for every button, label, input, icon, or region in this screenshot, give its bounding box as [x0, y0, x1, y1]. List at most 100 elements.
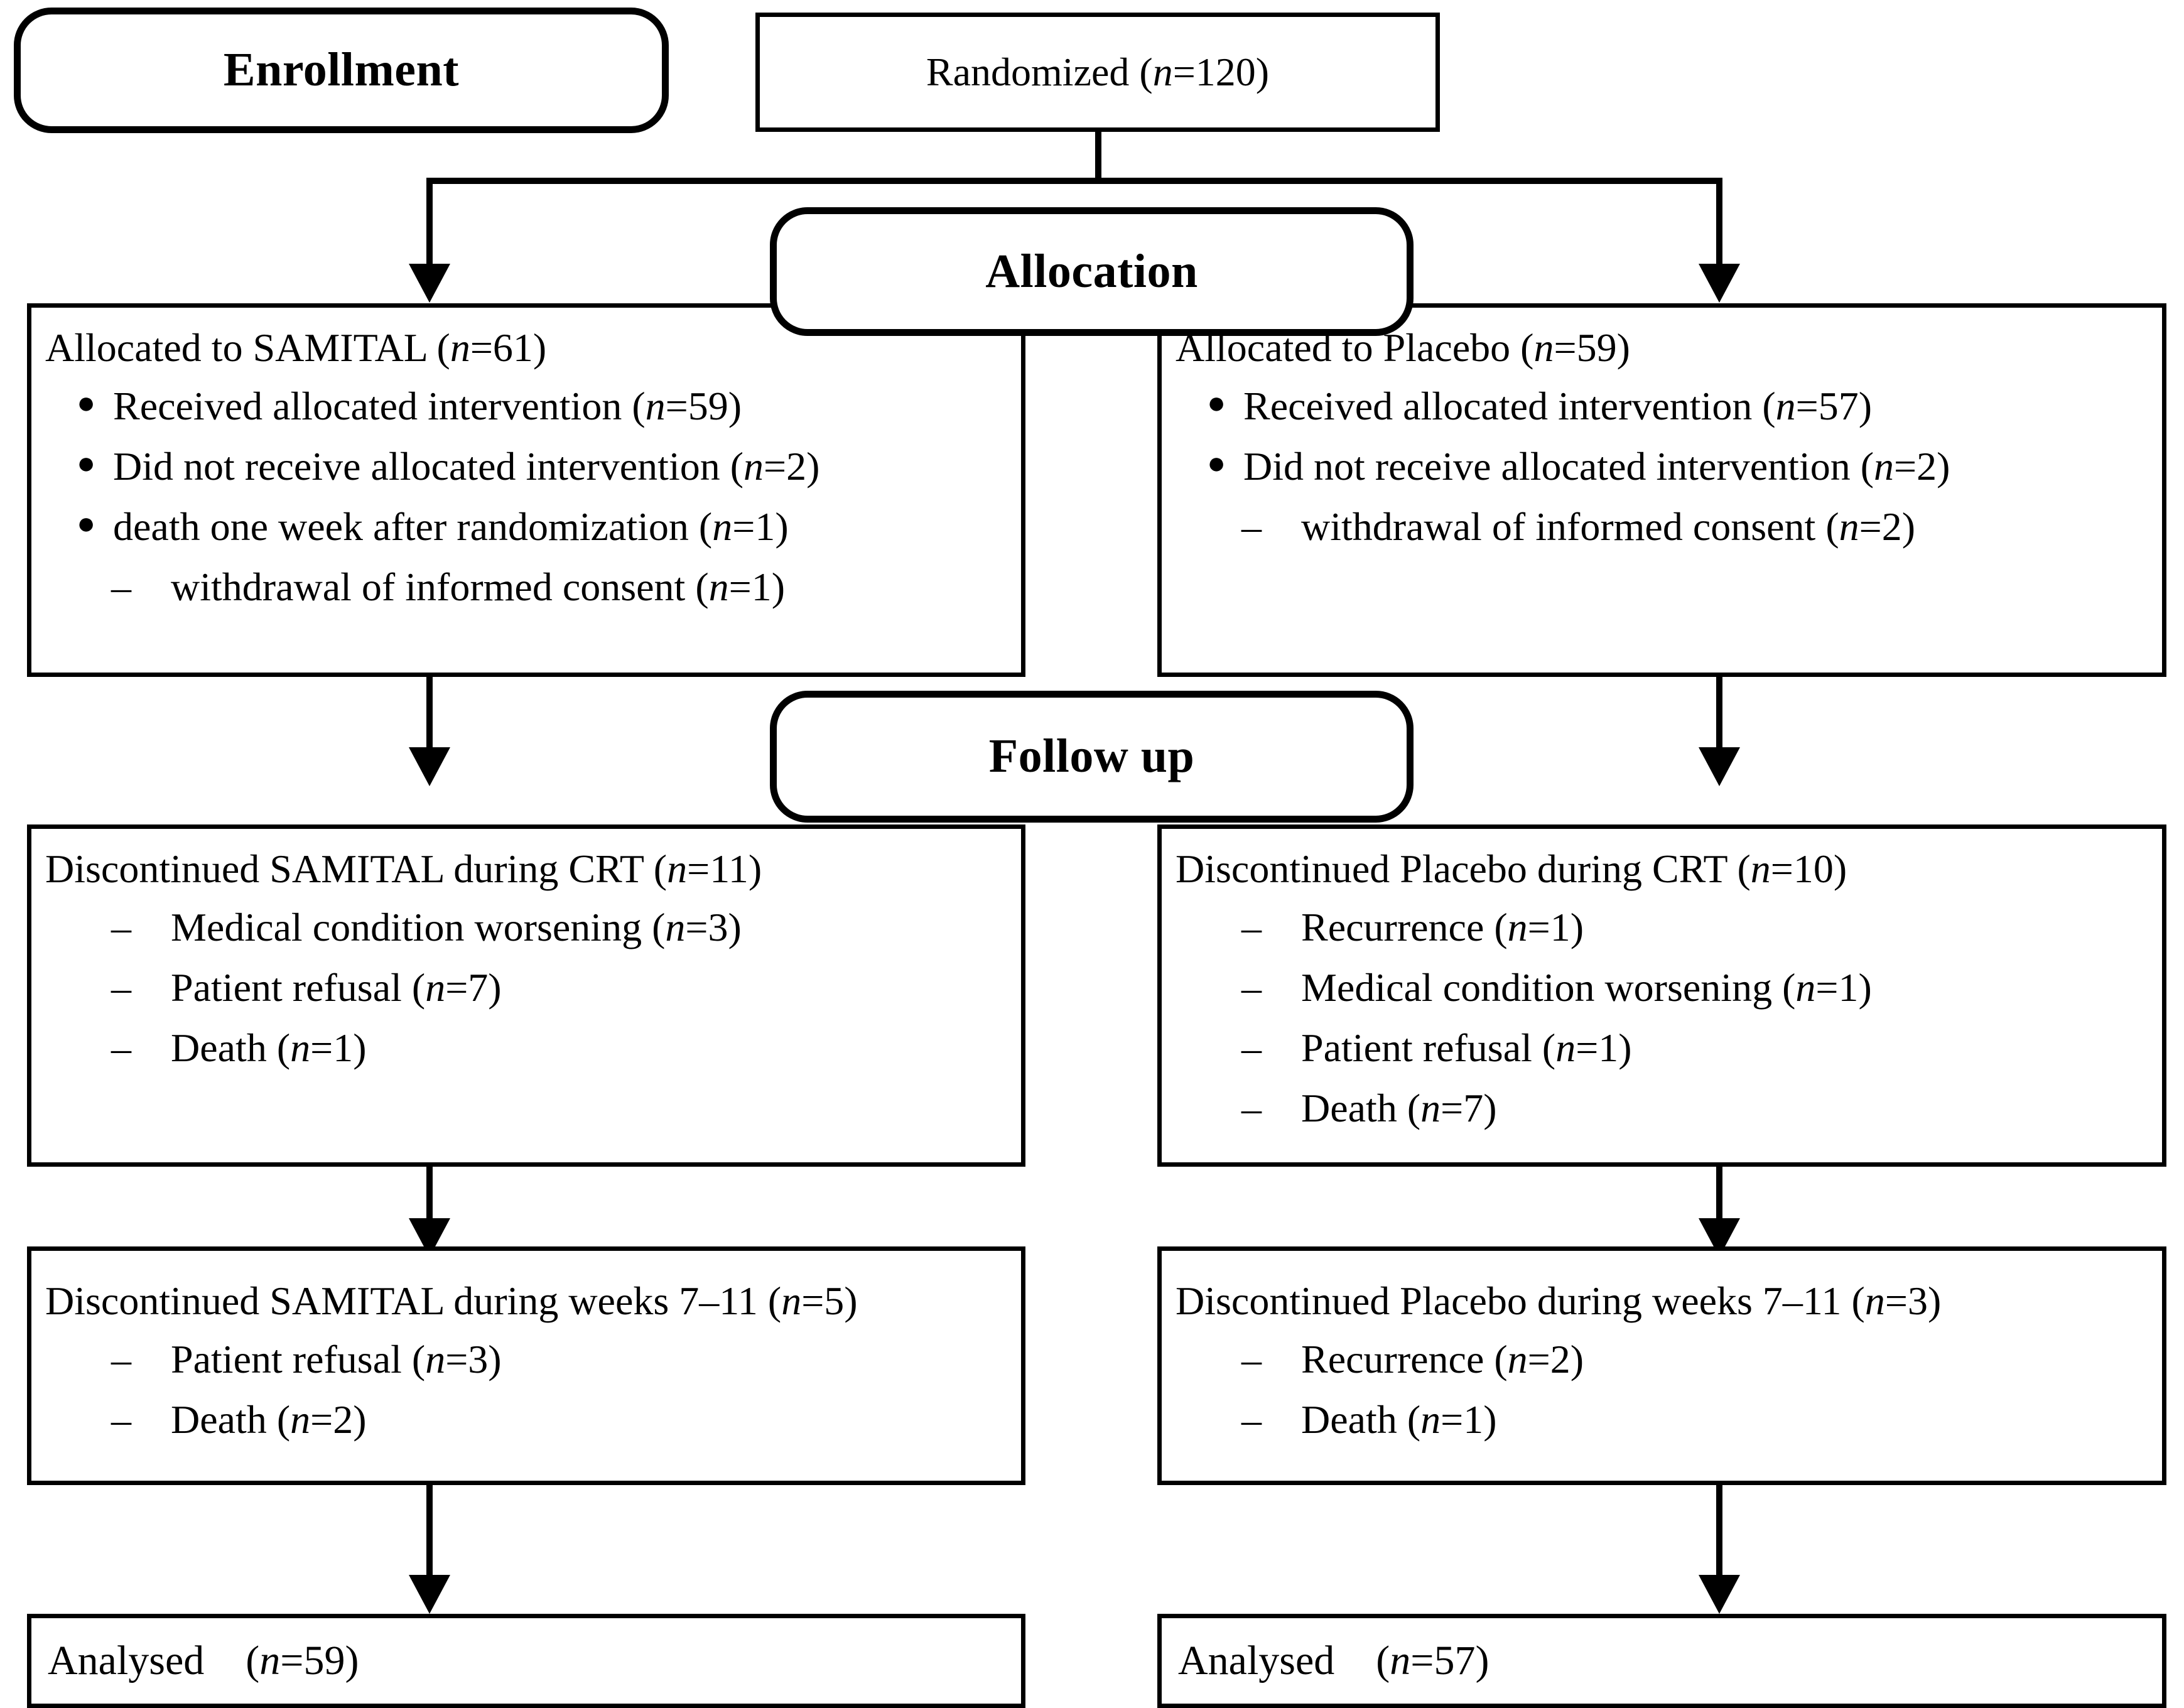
italic-n-glyph: n: [1750, 846, 1771, 891]
item-text-prefix: Recurrence (: [1301, 1336, 1508, 1381]
arrowhead-left-followup: [409, 747, 450, 786]
connector-left-weeks-to-analysed: [426, 1485, 433, 1597]
discontinued-crt-left-headline: Discontinued SAMITAL during CRT (n=11): [45, 845, 1002, 893]
item-text-suffix: =1): [1441, 1397, 1497, 1442]
item-text-prefix: Patient refusal (: [1301, 1025, 1556, 1070]
connector-right-weeks-to-analysed: [1716, 1485, 1722, 1597]
headline-suffix: =10): [1770, 846, 1847, 891]
connector-right-branch-drop: [1716, 178, 1722, 278]
bullet-icon: ●: [1207, 445, 1226, 480]
item-text-prefix: Patient refusal (: [171, 1336, 426, 1381]
discontinued-crt-right-list: –Recurrence (n=1) –Medical condition wor…: [1176, 904, 2143, 1132]
discontinued-weeks-box-right: Discontinued Placebo during weeks 7–11 (…: [1157, 1246, 2166, 1485]
allocation-box-right: Allocated to Placebo (n=59) ●Received al…: [1157, 303, 2166, 677]
dash-icon: –: [1241, 1025, 1262, 1070]
bullet-icon: ●: [77, 505, 96, 541]
item-text-prefix: Did not receive allocated intervention (: [1243, 443, 1874, 489]
list-item: –Medical condition worsening (n=1): [1176, 965, 2143, 1011]
item-text-prefix: withdrawal of informed consent (: [1301, 504, 1839, 549]
item-text-suffix: =2): [1859, 504, 1916, 549]
connector-left-crt-to-weeks: [426, 1167, 433, 1230]
stage-banner-allocation-label: Allocation: [985, 244, 1198, 298]
italic-n-glyph: n: [1795, 965, 1816, 1010]
connector-split-horizontal: [426, 178, 1722, 184]
item-text-suffix: =57): [1795, 383, 1873, 428]
list-item: –Death (n=1): [45, 1025, 1002, 1071]
headline-prefix: Allocated to SAMITAL (: [45, 325, 450, 370]
bullet-icon: ●: [1207, 384, 1226, 420]
italic-n-glyph: n: [259, 1638, 281, 1684]
randomized-box: Randomized (n=120): [755, 13, 1440, 132]
discontinued-weeks-right-headline: Discontinued Placebo during weeks 7–11 (…: [1176, 1277, 2143, 1325]
discontinued-weeks-box-left: Discontinued SAMITAL during weeks 7–11 (…: [27, 1246, 1025, 1485]
italic-n-glyph: n: [781, 1278, 802, 1323]
item-text-prefix: Did not receive allocated intervention (: [113, 443, 744, 489]
analysed-right-label: Analysed (n=57): [1178, 1637, 1489, 1685]
dash-icon: –: [1241, 1336, 1262, 1381]
list-item: –Death (n=7): [1176, 1085, 2143, 1132]
stage-banner-followup-label: Follow up: [988, 730, 1195, 783]
connector-left-branch-drop: [426, 178, 433, 278]
stage-banner-enrollment: Enrollment: [14, 8, 669, 133]
italic-n-glyph: n: [712, 504, 733, 549]
italic-n-glyph: n: [425, 1336, 446, 1381]
analysed-prefix: Analysed (: [48, 1638, 260, 1684]
allocation-right-list: ●Received allocated intervention (n=57) …: [1176, 383, 2143, 490]
allocation-left-headline: Allocated to SAMITAL (n=61): [45, 324, 1002, 372]
item-text-suffix: =1): [1527, 904, 1584, 949]
bullet-icon: ●: [77, 384, 96, 420]
italic-n-glyph: n: [1874, 443, 1895, 489]
arrowhead-right-analysed: [1699, 1575, 1740, 1614]
list-item: –Death (n=2): [45, 1397, 1002, 1443]
discontinued-crt-box-left: Discontinued SAMITAL during CRT (n=11) –…: [27, 824, 1025, 1167]
dash-icon: –: [111, 565, 131, 610]
item-text-prefix: Medical condition worsening (: [171, 904, 666, 949]
discontinued-crt-left-list: –Medical condition worsening (n=3) –Pati…: [45, 904, 1002, 1072]
item-text-suffix: =1): [310, 1025, 367, 1070]
item-text-prefix: Death (: [1301, 1397, 1421, 1442]
discontinued-crt-box-right: Discontinued Placebo during CRT (n=10) –…: [1157, 824, 2166, 1167]
randomized-label: Randomized (n=120): [760, 50, 1435, 94]
dash-icon: –: [111, 1025, 131, 1070]
dash-icon: –: [1241, 904, 1262, 949]
list-item: –withdrawal of informed consent (n=2): [1176, 504, 2143, 550]
item-text-suffix: =7): [1441, 1086, 1497, 1131]
item-text-prefix: Received allocated intervention (: [113, 383, 646, 428]
allocation-left-sublist: –withdrawal of informed consent (n=1): [45, 564, 1002, 610]
arrowhead-right-allocation: [1699, 264, 1740, 303]
analysed-left-label: Analysed (n=59): [48, 1637, 359, 1685]
item-text-suffix: =7): [445, 965, 502, 1010]
dash-icon: –: [111, 1397, 131, 1442]
italic-n-glyph: n: [665, 904, 686, 949]
item-text-prefix: Received allocated intervention (: [1243, 383, 1776, 428]
item-text-prefix: Recurrence (: [1301, 904, 1508, 949]
list-item: –Patient refusal (n=7): [45, 965, 1002, 1011]
discontinued-weeks-left-headline: Discontinued SAMITAL during weeks 7–11 (…: [45, 1277, 1002, 1325]
headline-suffix: =3): [1884, 1278, 1942, 1323]
connector-right-crt-to-weeks: [1716, 1167, 1722, 1230]
item-text-prefix: Medical condition worsening (: [1301, 965, 1796, 1010]
allocation-right-sublist: –withdrawal of informed consent (n=2): [1176, 504, 2143, 550]
headline-suffix: =11): [687, 846, 762, 891]
list-item: ●Received allocated intervention (n=59): [45, 383, 1002, 430]
dash-icon: –: [111, 904, 131, 949]
dash-icon: –: [1241, 1397, 1262, 1442]
italic-n-glyph: n: [1420, 1086, 1441, 1131]
italic-n-glyph: n: [1507, 904, 1528, 949]
headline-suffix: =61): [470, 325, 547, 370]
headline-prefix: Discontinued SAMITAL during CRT (: [45, 846, 668, 891]
italic-n-glyph: n: [743, 443, 764, 489]
italic-n-glyph: n: [1390, 1638, 1411, 1684]
dash-icon: –: [111, 1336, 131, 1381]
dash-icon: –: [1241, 1086, 1262, 1131]
italic-n-glyph: n: [1775, 383, 1796, 428]
arrowhead-left-allocation: [409, 264, 450, 303]
italic-n-glyph: n: [645, 383, 666, 428]
randomized-label-suffix: =120): [1172, 49, 1270, 94]
item-text-suffix: =2): [1894, 443, 1950, 489]
item-text-suffix: =2): [310, 1397, 367, 1442]
italic-n-glyph: n: [290, 1397, 311, 1442]
list-item: ●Did not receive allocated intervention …: [45, 443, 1002, 490]
randomized-label-prefix: Randomized (: [926, 49, 1153, 94]
analysed-box-left: Analysed (n=59): [27, 1614, 1025, 1708]
